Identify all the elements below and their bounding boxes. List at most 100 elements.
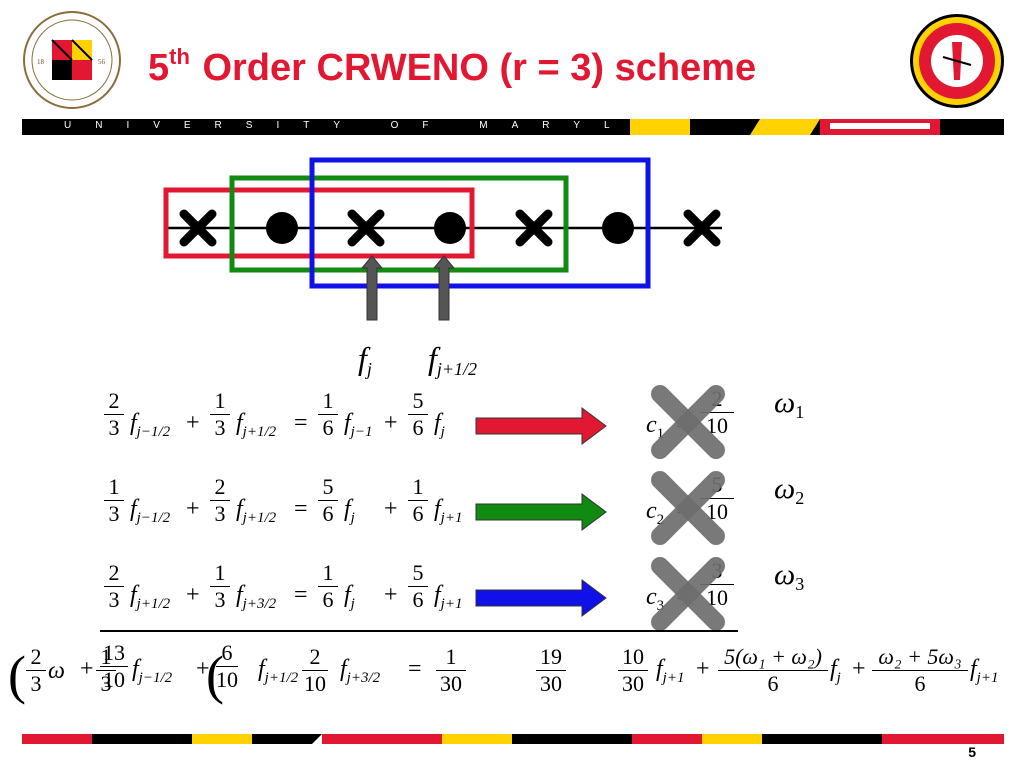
combined-ghost-frac-2-num: 6: [221, 640, 233, 665]
combined-frac-r1: 5(ω₁ + ω₂)6: [718, 644, 828, 697]
eq2-lhs-frac-2-num: 2: [214, 474, 226, 499]
arrow-fj-half: [432, 255, 456, 321]
eq2-rhs-frac-1-num: 5: [322, 474, 334, 499]
eq2-arrow: [475, 493, 607, 531]
stencil-dot-node: [602, 212, 634, 244]
combined-frac-r2-den: 6: [872, 670, 968, 697]
stencil-blue-box: [309, 157, 651, 289]
slide-title: 5th Order CRWENO (r = 3) scheme: [148, 44, 757, 89]
stencil-red-box: [163, 187, 475, 259]
combined-f-2-f: f: [258, 656, 265, 682]
eq1-rhs-frac-2-num: 5: [412, 388, 424, 413]
eq1-equals: =: [294, 410, 308, 436]
eq3-rhs-frac-2-num: 5: [412, 560, 424, 585]
combined-ghost-frac-1-num: 13: [103, 640, 125, 665]
combined-equals: =: [408, 656, 422, 682]
combined-frac-i-den: 30: [618, 670, 648, 697]
combined-ghost-frac-2-den: 10: [216, 666, 238, 692]
eq1-arrow-shape: [475, 407, 607, 445]
eq2-rhs-frac-2-num: 1: [412, 474, 424, 499]
combined-plus-1: +: [80, 656, 94, 682]
eq2-c-sub: 2: [656, 512, 665, 528]
eq1-rhs-f-2: fj: [434, 410, 445, 441]
eq1-lhs-f-2-sub: j+1/2: [242, 424, 277, 440]
separator-line: [100, 630, 738, 632]
eq2-plus-2: +: [384, 496, 398, 522]
combined-f-6-f: f: [970, 656, 977, 682]
eq2-lhs-frac-2-den: 3: [210, 500, 230, 527]
university-band-text: UNIVERSITY OF MARYLAND: [64, 120, 727, 131]
combined-f-3-sub: j+3/2: [346, 670, 381, 686]
eq1-plus-1: +: [186, 410, 200, 436]
eq1-lhs-frac-1-den: 3: [104, 414, 124, 441]
eq3-rhs-frac-1-num: 1: [322, 560, 334, 585]
eq3-lhs-f-2: fj+3/2: [236, 582, 276, 613]
combined-frac-a-den: 3: [26, 670, 46, 697]
eq1-lhs-f-2: fj+1/2: [236, 410, 276, 441]
combined-ghost-frac-1-den: 10: [100, 666, 128, 693]
combined-frac-e-den: 30: [436, 670, 466, 697]
eq3-c-label: c3: [646, 584, 664, 615]
eq1-omega-symbol: ω: [774, 386, 796, 419]
bottom-band: [22, 734, 1004, 744]
combined-f-1-f: f: [132, 656, 139, 682]
eq3-lhs-frac-2-num: 1: [214, 560, 226, 585]
stencil-cross-node: [683, 209, 721, 247]
eq3-rhs-f-1-f: f: [344, 582, 351, 608]
combined-f-2: fj+1/2: [258, 656, 298, 687]
combined-paren-open-2: (: [206, 645, 224, 705]
eq3-c-sub: 3: [656, 598, 665, 614]
eq1-lhs-frac-2-den: 3: [210, 414, 230, 441]
page-number: 5: [968, 744, 976, 760]
combined-f-5: fj: [830, 656, 841, 687]
eq2-lhs-f-1: fj−1/2: [130, 496, 170, 527]
university-band: UNIVERSITY OF MARYLAND: [22, 119, 1004, 135]
eq2-rhs-f-1-sub: j: [350, 510, 355, 526]
combined-frac-g-num: 19: [540, 644, 562, 669]
eq2-rhs-frac-2-den: 6: [408, 500, 428, 527]
eq3-rhs-f-2-f: f: [434, 582, 441, 608]
combined-f-1: fj−1/2: [132, 656, 172, 687]
stencil-diagram: [163, 157, 722, 321]
combined-f-6-sub: j+1: [976, 670, 999, 686]
eq3-strike-stroke-2: [651, 557, 725, 631]
eq2-rhs-f-1-f: f: [344, 496, 351, 522]
eq3-c: c: [646, 584, 657, 610]
eq1-rhs-f-2-sub: j: [440, 424, 445, 440]
label-fj-half: fj+1/2: [428, 340, 478, 379]
eq3-omega-symbol: ω: [774, 558, 796, 591]
combined-ghost-frac-3-num: 2: [309, 644, 321, 669]
combined-frac-r1-den: 6: [718, 670, 828, 697]
combined-ghost-frac-3-den: 10: [302, 670, 328, 696]
eq1-rhs-frac-2-den: 6: [408, 414, 428, 441]
rotorcraft-center-logo: [908, 12, 1006, 110]
combined-frac-c-num: 1: [100, 644, 112, 669]
eq1-lhs-f-1: fj−1/2: [130, 410, 170, 441]
eq2-strike-icon: [651, 471, 725, 545]
eq1-c-frac-den: 10: [700, 412, 734, 439]
eq1-plus-2: +: [384, 410, 398, 436]
combined-plus-2: +: [196, 656, 210, 682]
eq1-omega: ω1: [774, 386, 804, 423]
eq2-omega: ω2: [774, 472, 804, 509]
eq1-rhs-f-2-f: f: [434, 410, 441, 436]
stencil-dot-node: [434, 212, 466, 244]
combined-f-4-f: f: [656, 656, 663, 682]
combined-paren-open-1: (: [8, 645, 26, 705]
combined-omega-1: ω: [48, 658, 65, 684]
eq1-lhs-f-1-sub: j−1/2: [136, 424, 171, 440]
eq2-rhs-frac-1-den: 6: [318, 500, 338, 527]
stencil-cross-node: [179, 209, 217, 247]
